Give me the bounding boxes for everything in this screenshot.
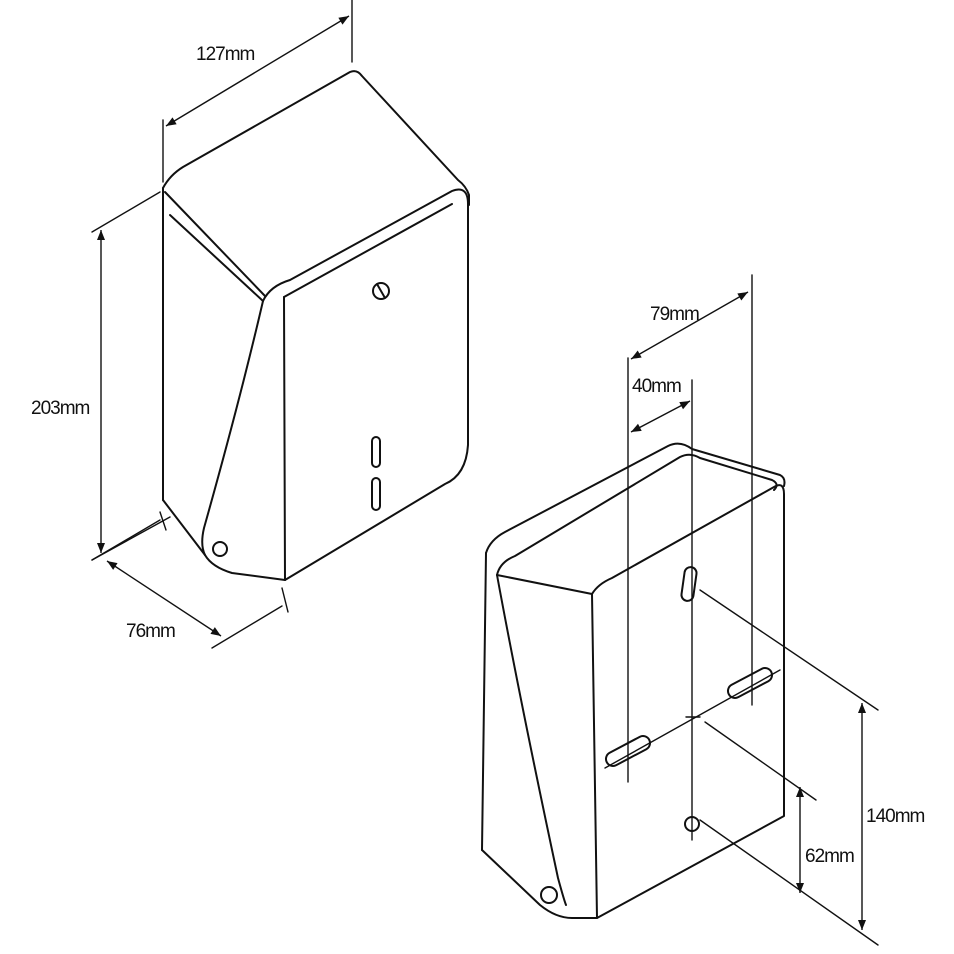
front-top-edge-inner-2 bbox=[169, 214, 264, 302]
back-panel-top-edge bbox=[496, 574, 593, 595]
label-hole-height-upper: 140mm bbox=[866, 806, 925, 827]
front-slot-lower bbox=[371, 477, 381, 511]
back-top-face bbox=[485, 442, 786, 554]
front-slot-upper bbox=[371, 436, 381, 468]
mount-slot-left bbox=[604, 735, 652, 767]
back-panel-outline bbox=[591, 484, 785, 919]
lock-icon bbox=[372, 282, 390, 300]
front-hinge-hole bbox=[212, 541, 228, 557]
label-hole-height-lower: 62mm bbox=[805, 846, 854, 867]
back-side-left bbox=[481, 552, 487, 851]
mount-slot-right bbox=[726, 667, 774, 699]
front-panel-right-edge bbox=[283, 296, 286, 581]
dimension-width: 127mm bbox=[162, 0, 353, 183]
dimension-hole-spacing-inner: 40mm bbox=[630, 376, 691, 433]
dimension-height: 203mm bbox=[31, 191, 171, 561]
label-hole-spacing-inner: 40mm bbox=[632, 376, 681, 397]
back-hinge-hole bbox=[540, 886, 558, 904]
front-bottom-curve bbox=[162, 499, 286, 581]
front-top-edge-inner bbox=[164, 191, 266, 297]
back-center-lines bbox=[604, 274, 781, 841]
label-hole-spacing-outer: 79mm bbox=[650, 304, 699, 325]
back-bottom-curve bbox=[481, 849, 598, 919]
front-panel-outline bbox=[262, 188, 469, 581]
back-view-dispenser bbox=[481, 442, 786, 919]
front-view-dispenser bbox=[162, 70, 470, 581]
label-height: 203mm bbox=[31, 398, 90, 419]
dimension-hole-height-lower: 62mm bbox=[704, 721, 855, 893]
mount-slot-top bbox=[680, 566, 698, 602]
back-side-slant bbox=[496, 574, 567, 906]
back-top-inner bbox=[496, 453, 778, 576]
dimension-depth: 76mm bbox=[91, 511, 289, 649]
front-panel-groove bbox=[283, 203, 453, 298]
front-top-face bbox=[162, 70, 470, 206]
front-side-slant bbox=[201, 300, 264, 556]
dimension-hole-height-upper: 140mm bbox=[699, 589, 926, 946]
label-depth: 76mm bbox=[126, 621, 175, 642]
label-width: 127mm bbox=[196, 44, 255, 65]
dimension-hole-spacing-outer: 79mm bbox=[630, 291, 749, 360]
